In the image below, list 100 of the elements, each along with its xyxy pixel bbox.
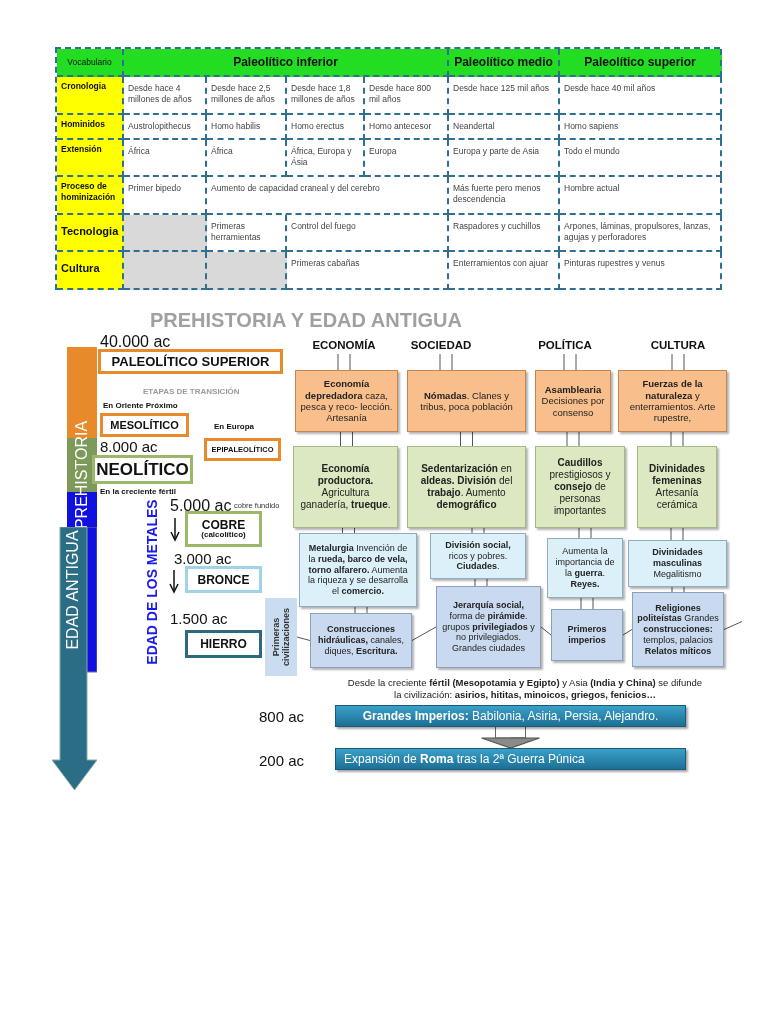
block-arrow [480, 726, 541, 749]
box-text: Aumenta la importancia de la guerra. Reyes. [554, 546, 616, 590]
box-text: Economía productora. Agricultura ganadería, trueque. [299, 463, 392, 511]
note-text: Desde la creciente fértil (Mesopotamia y Egipto) y Asia (India y China) se difunde la civilización: asirios, hititas, minoicos, griegos, fenicios… [346, 677, 704, 701]
info-box [407, 446, 526, 528]
connector-line [622, 629, 633, 636]
period-box [98, 349, 283, 374]
connector-line [411, 626, 437, 641]
table-cell: Desde hace 2,5 millones de años [207, 77, 287, 115]
table-cell: Más fuerte pero menos descendencia [449, 177, 560, 215]
box-text: Expansión de Roma tras la 2ª Guerra Púnica [344, 751, 585, 768]
double-line-connector [566, 431, 580, 447]
box-text: Economía depredadora caza, pesca y reco- lección. Artesanía [300, 378, 393, 424]
band-label: PREHISTORIA [72, 420, 91, 530]
table-cell: Todo el mundo [560, 140, 722, 177]
box-text: BRONCE [197, 573, 250, 586]
info-box [535, 446, 625, 528]
box-text: Religiones politeístas Grandes construcciones: templos, palacios Relatos míticos [637, 602, 719, 657]
column-header: Paleolítico superior [560, 49, 722, 77]
connector-line [723, 621, 743, 630]
connector-line [296, 636, 311, 641]
box-text: NEOLÍTICO [96, 461, 189, 478]
box-text: Metalurgia Invención de la rueda, barco de vela, torno alfarero. Aumenta la riqueza y se desarrolla el comercio. [306, 543, 410, 597]
box-text: Asamblearia Decisiones por consenso [540, 383, 606, 419]
table-cell: Control del fuego [287, 215, 449, 252]
table-cell: Desde hace 125 mil años [449, 77, 560, 115]
date-label: 3.000 ac [174, 549, 232, 569]
box-text: Caudillos prestigiosos y consejo de personas importantes [548, 457, 612, 517]
box-text: Jerarquía social, forma de pirámide. grupos privilegiados y no privilegiados. Grandes ciudades [441, 600, 536, 654]
box-text: Fuerzas de la naturaleza y enterramientos. Arte rupestre, [628, 378, 717, 424]
box-text: Divinidades femeninas Artesanía cerámica [647, 463, 707, 511]
date-label: 40.000 ac [100, 332, 171, 352]
box-text: PALEOLÍTICO SUPERIOR [111, 355, 270, 368]
table-cell: Europa [365, 140, 449, 177]
vertical-label: EDAD DE LOS METALES [142, 499, 161, 665]
double-line-connector [670, 527, 684, 541]
civilization-band [265, 598, 297, 676]
double-line-connector [439, 353, 453, 371]
table-cell: Pinturas rupestres y venus [560, 252, 722, 290]
column-heading: ECONOMÍA [300, 338, 388, 354]
box-text: Construcciones hidráulicas, canales, diques, Escritura. [316, 624, 406, 657]
place-label: En Oriente Próximo [103, 400, 178, 412]
column-heading: CULTURA [638, 338, 718, 354]
banner-box [335, 705, 686, 727]
double-line-connector [354, 606, 368, 614]
column-heading: POLÍTICA [525, 338, 605, 354]
section-label: ETAPAS DE TRANSICIÓN [143, 386, 240, 398]
info-box [407, 370, 526, 432]
info-box [632, 592, 724, 667]
date-label: 1.500 ac [170, 609, 228, 629]
info-box [547, 538, 623, 598]
double-line-connector [342, 527, 355, 534]
table-cell: África [124, 140, 207, 177]
info-box [430, 533, 526, 579]
table-cell: Aumento de capacidad craneal y del cerebro [207, 177, 449, 215]
double-line-connector [563, 353, 577, 371]
double-line-connector [671, 586, 685, 593]
date-label: 8.000 ac [100, 437, 158, 457]
table-cell: Homo habilis [207, 115, 287, 140]
info-box [637, 446, 717, 528]
table-cell: Austrolopithecus [124, 115, 207, 140]
box-text: División social, ricos y pobres. Ciudades. [444, 539, 512, 573]
table-cell: Raspadores y cuchillos [449, 215, 560, 252]
place-label: En la creciente fértil [100, 486, 177, 498]
double-line-connector [580, 597, 594, 610]
table-cell: Primer bipedo [124, 177, 207, 215]
connector-line [540, 626, 552, 636]
table-cell: Desde hace 4 millones de años [124, 77, 207, 115]
info-box [628, 540, 727, 587]
period-box [185, 566, 262, 593]
table-cell: Desde hace 40 mil años [560, 77, 722, 115]
info-box [293, 446, 398, 528]
table-cell: África, Europa y Ásia [287, 140, 365, 177]
box-text: MESOLÍTICO [110, 419, 179, 431]
row-header: Hominidos [57, 115, 124, 140]
double-line-connector [671, 353, 685, 371]
info-box [299, 533, 417, 607]
table-cell: Primeras herramientas [207, 215, 287, 252]
table-cell: Homo antecesor [365, 115, 449, 140]
table-cell: África [207, 140, 287, 177]
column-header: Paleolítico inferior [124, 49, 449, 77]
period-box [92, 455, 193, 484]
double-line-connector [578, 527, 592, 539]
box-text: Primeros imperios [566, 624, 608, 646]
box-subtext: (calcolítico) [201, 531, 246, 539]
double-line-connector [670, 431, 684, 447]
period-box [100, 413, 189, 437]
diagram-title: PREHISTORIA Y EDAD ANTIGUA [150, 308, 462, 333]
row-header: Cronologia [57, 77, 124, 115]
band-label: Primeras civilizaciones [270, 607, 292, 668]
timeline-arrow [52, 527, 97, 790]
band-label: EDAD ANTIGUA [63, 530, 82, 650]
table-cell: Desde hace 1,8 millones de años [287, 77, 365, 115]
table-cell: Primeras cabañas [287, 252, 449, 290]
date-label: 5.000 ac [170, 496, 232, 516]
box-text: Grandes Imperios: Babilonia, Asiria, Persia, Alejandro. [362, 708, 659, 725]
info-box [295, 370, 398, 432]
box-text: HIERRO [200, 638, 247, 650]
table-cell: Europa y parte de Asia [449, 140, 560, 177]
table-cell: Homo erectus [287, 115, 365, 140]
